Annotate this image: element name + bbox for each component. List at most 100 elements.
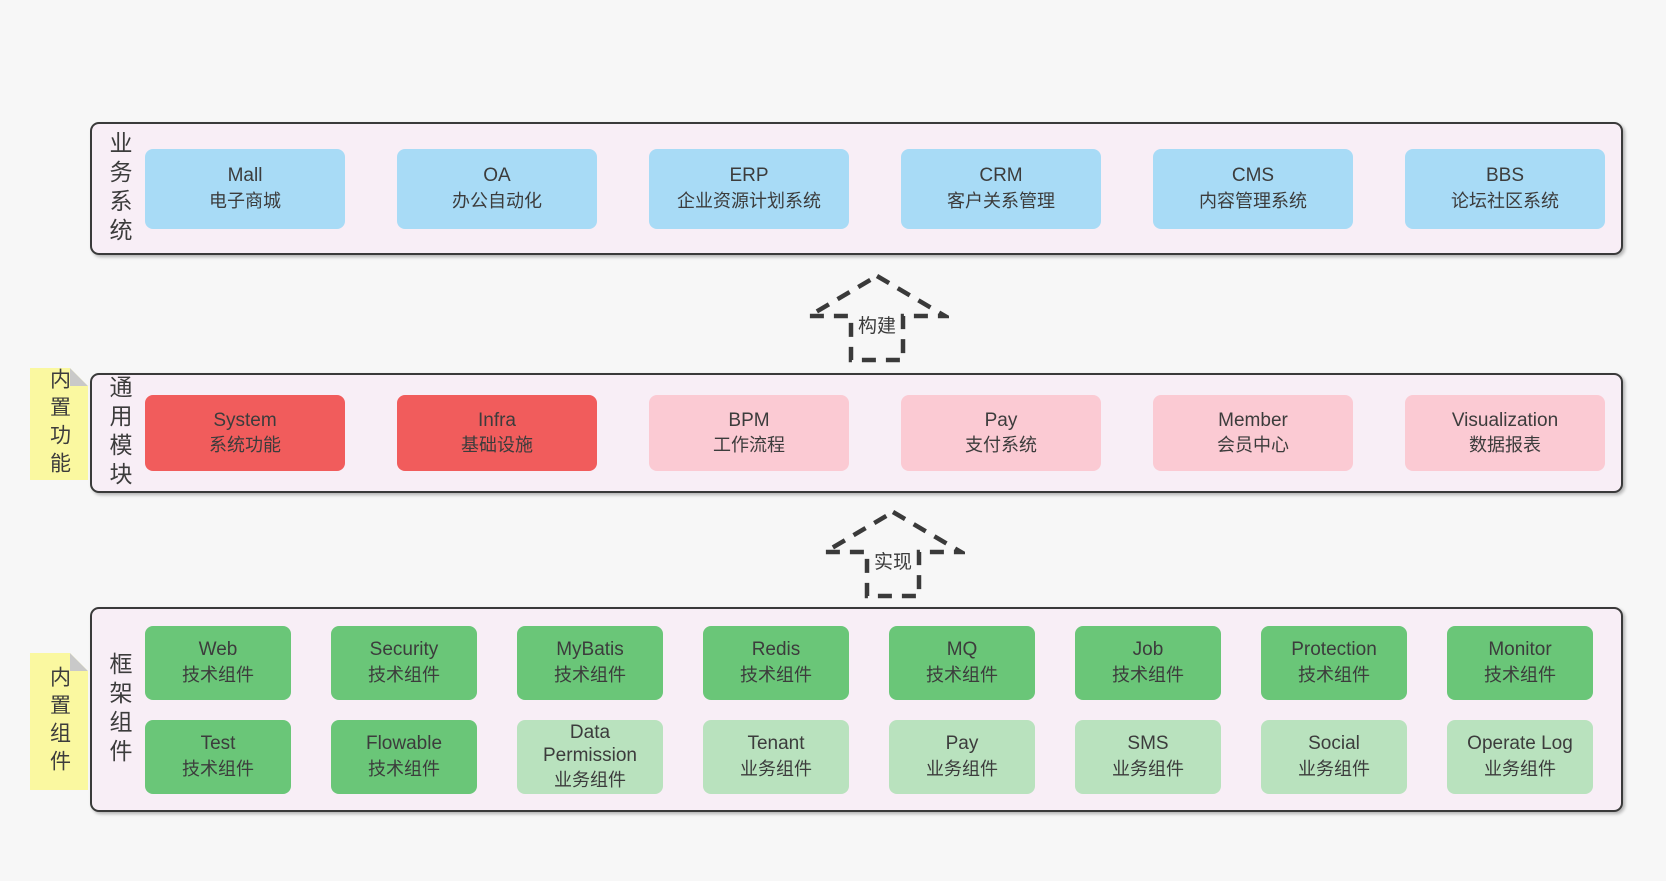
box-pay-business: Pay 业务组件: [889, 719, 1035, 794]
box-bbs: BBS 论坛社区系统: [1405, 148, 1605, 229]
box-sms: SMS 业务组件: [1075, 719, 1221, 794]
box-title: Member: [1218, 409, 1288, 431]
box-title: Pay: [945, 733, 979, 755]
box-title: Redis: [751, 639, 801, 661]
component-row-2: Test 技术组件 Flowable 技术组件 Data Permission …: [145, 719, 1593, 794]
box-monitor: Monitor 技术组件: [1447, 625, 1593, 700]
component-rows: Web 技术组件 Security 技术组件 MyBatis 技术组件 Redi…: [145, 625, 1593, 794]
box-subtitle: 支付系统: [965, 435, 1037, 456]
sticky-label: 内置功能: [47, 368, 71, 480]
box-protection: Protection 技术组件: [1261, 625, 1407, 700]
box-title: MyBatis: [556, 639, 624, 661]
dashed-up-arrow-icon: [805, 273, 949, 363]
box-subtitle: 数据报表: [1469, 435, 1541, 456]
box-title: Test: [200, 733, 236, 755]
box-mybatis: MyBatis 技术组件: [517, 625, 663, 700]
box-title: Protection: [1291, 639, 1377, 661]
box-subtitle: 电子商城: [209, 190, 281, 211]
box-bpm: BPM 工作流程: [649, 395, 849, 471]
layer-common-modules: 通用模块 System 系统功能 Infra 基础设施 BPM 工作流程 Pay…: [90, 373, 1623, 493]
implement-arrow-label: 实现: [870, 546, 916, 575]
box-infra: Infra 基础设施: [397, 395, 597, 471]
layer-label-business: 业务系统: [106, 130, 132, 247]
box-subtitle: 业务组件: [1298, 758, 1370, 779]
folded-corner-icon: [70, 653, 88, 671]
box-title: Infra: [477, 409, 517, 431]
box-title: Security: [369, 639, 439, 661]
box-subtitle: 企业资源计划系统: [677, 190, 821, 211]
component-row-1: Web 技术组件 Security 技术组件 MyBatis 技术组件 Redi…: [145, 625, 1593, 700]
box-subtitle: 基础设施: [461, 435, 533, 456]
sticky-built-in-components: 内置组件: [30, 653, 88, 790]
box-title: SMS: [1127, 733, 1169, 755]
sticky-label: 内置组件: [47, 665, 71, 778]
box-subtitle: 工作流程: [713, 435, 785, 456]
box-subtitle: 办公自动化: [452, 190, 542, 211]
box-crm: CRM 客户关系管理: [901, 148, 1101, 229]
box-subtitle: 技术组件: [554, 664, 626, 685]
box-erp: ERP 企业资源计划系统: [649, 148, 849, 229]
sticky-built-in-functions: 内置功能: [30, 368, 88, 480]
box-data-permission: Data Permission 业务组件: [517, 719, 663, 794]
box-title: CRM: [979, 165, 1023, 187]
box-subtitle: 技术组件: [368, 758, 440, 779]
box-cms: CMS 内容管理系统: [1153, 148, 1353, 229]
box-member: Member 会员中心: [1153, 395, 1353, 471]
box-subtitle: 技术组件: [182, 758, 254, 779]
box-subtitle: 业务组件: [1484, 758, 1556, 779]
box-subtitle: 业务组件: [1112, 758, 1184, 779]
box-tenant: Tenant 业务组件: [703, 719, 849, 794]
box-title: Job: [1132, 639, 1164, 661]
module-boxes: System 系统功能 Infra 基础设施 BPM 工作流程 Pay 支付系统…: [145, 395, 1605, 471]
box-subtitle: 技术组件: [926, 664, 998, 685]
box-operate-log: Operate Log 业务组件: [1447, 719, 1593, 794]
layer-framework-components: 框架组件 Web 技术组件 Security 技术组件 MyBatis 技术组件…: [90, 607, 1623, 812]
dashed-up-arrow-icon: [821, 509, 965, 599]
box-subtitle: 技术组件: [368, 664, 440, 685]
box-title: BBS: [1485, 165, 1525, 187]
box-subtitle: 会员中心: [1217, 435, 1289, 456]
box-web: Web 技术组件: [145, 625, 291, 700]
box-subtitle: 业务组件: [554, 770, 626, 791]
box-redis: Redis 技术组件: [703, 625, 849, 700]
box-job: Job 技术组件: [1075, 625, 1221, 700]
box-title: Web: [198, 639, 238, 661]
box-title: OA: [483, 165, 511, 187]
box-subtitle: 业务组件: [740, 758, 812, 779]
box-flowable: Flowable 技术组件: [331, 719, 477, 794]
box-subtitle: 技术组件: [740, 664, 812, 685]
box-title: Operate Log: [1467, 733, 1573, 755]
box-oa: OA 办公自动化: [397, 148, 597, 229]
layer-label-modules: 通用模块: [106, 375, 132, 491]
box-title: Visualization: [1451, 409, 1559, 431]
box-title: Tenant: [747, 733, 805, 755]
box-title: System: [213, 409, 277, 431]
box-mq: MQ 技术组件: [889, 625, 1035, 700]
layer-label-components: 框架组件: [106, 651, 132, 768]
box-title: Data Permission: [543, 721, 637, 767]
build-arrow-label: 构建: [854, 310, 900, 339]
implement-arrow-icon: 实现: [821, 508, 965, 600]
box-subtitle: 业务组件: [926, 758, 998, 779]
box-title: CMS: [1231, 165, 1275, 187]
folded-corner-icon: [70, 368, 88, 386]
box-system: System 系统功能: [145, 395, 345, 471]
box-subtitle: 内容管理系统: [1199, 190, 1307, 211]
box-title: Social: [1308, 733, 1360, 755]
build-arrow-icon: 构建: [805, 272, 949, 364]
box-subtitle: 客户关系管理: [947, 190, 1055, 211]
box-title: BPM: [728, 409, 770, 431]
box-title: Pay: [984, 409, 1018, 431]
box-pay: Pay 支付系统: [901, 395, 1101, 471]
box-title: MQ: [946, 639, 978, 661]
box-security: Security 技术组件: [331, 625, 477, 700]
box-subtitle: 技术组件: [182, 664, 254, 685]
box-title: Flowable: [365, 733, 443, 755]
box-title: Monitor: [1488, 639, 1552, 661]
box-title: Mall: [227, 165, 263, 187]
box-mall: Mall 电子商城: [145, 148, 345, 229]
box-social: Social 业务组件: [1261, 719, 1407, 794]
box-subtitle: 技术组件: [1484, 664, 1556, 685]
box-subtitle: 技术组件: [1298, 664, 1370, 685]
